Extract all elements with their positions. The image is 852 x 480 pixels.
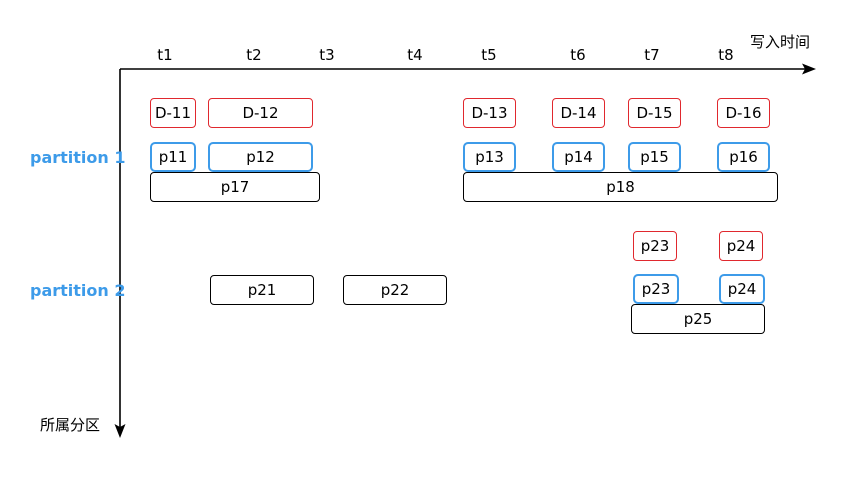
box-p13: p13 xyxy=(463,142,516,172)
box-p24: p24 xyxy=(719,274,765,304)
x-axis-label: 写入时间 xyxy=(750,33,811,51)
tick-label: t1 xyxy=(157,46,173,64)
box-p12: p12 xyxy=(208,142,313,172)
tick-label: t5 xyxy=(481,46,497,64)
box-p15: p15 xyxy=(628,142,681,172)
box-d15: D-15 xyxy=(628,98,681,128)
box-p24-red: p24 xyxy=(719,231,763,261)
box-p21: p21 xyxy=(210,275,314,305)
tick-label: t4 xyxy=(407,46,423,64)
box-d11: D-11 xyxy=(150,98,196,128)
tick-label: t8 xyxy=(718,46,734,64)
box-p11: p11 xyxy=(150,142,196,172)
box-d16: D-16 xyxy=(717,98,770,128)
y-axis-label: 所属分区 xyxy=(40,416,101,434)
tick-label: t3 xyxy=(319,46,335,64)
box-p25: p25 xyxy=(631,304,765,334)
box-p16: p16 xyxy=(717,142,770,172)
box-p23: p23 xyxy=(633,274,679,304)
tick-label: t6 xyxy=(570,46,586,64)
box-d12: D-12 xyxy=(208,98,313,128)
box-d14: D-14 xyxy=(552,98,605,128)
tick-label: t2 xyxy=(246,46,262,64)
x-axis-arrow xyxy=(802,63,816,75)
box-p14: p14 xyxy=(552,142,605,172)
box-p17: p17 xyxy=(150,172,320,202)
partition-1-label: partition 1 xyxy=(30,148,126,167)
y-axis-arrow xyxy=(114,424,126,438)
box-p23-red: p23 xyxy=(633,231,677,261)
box-p18: p18 xyxy=(463,172,778,202)
tick-label: t7 xyxy=(644,46,660,64)
partition-2-label: partition 2 xyxy=(30,281,126,300)
box-p22: p22 xyxy=(343,275,447,305)
box-d13: D-13 xyxy=(463,98,516,128)
